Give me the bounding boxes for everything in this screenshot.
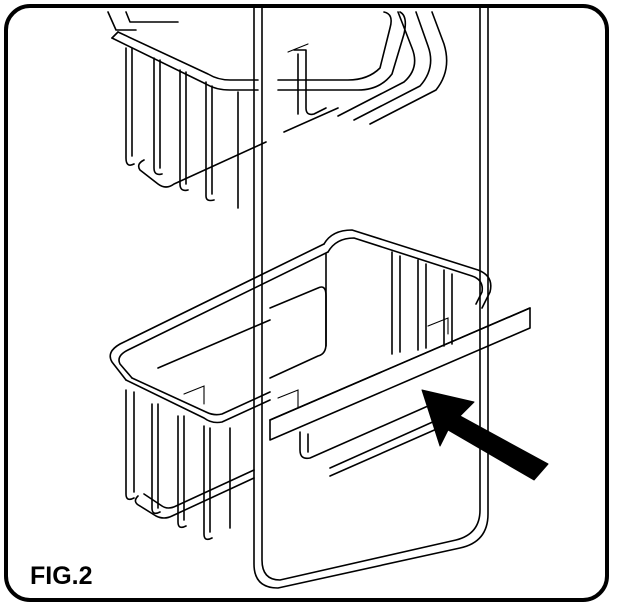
figure-label: FIG.2 xyxy=(30,562,93,590)
shower-caddy-drawing xyxy=(107,8,549,589)
lower-basket xyxy=(109,229,492,541)
arrow-icon xyxy=(421,389,549,481)
upper-basket xyxy=(107,11,448,209)
towel-bar xyxy=(269,307,531,460)
hanging-frame xyxy=(253,8,489,589)
figure-frame: FIG.2 xyxy=(4,4,609,602)
